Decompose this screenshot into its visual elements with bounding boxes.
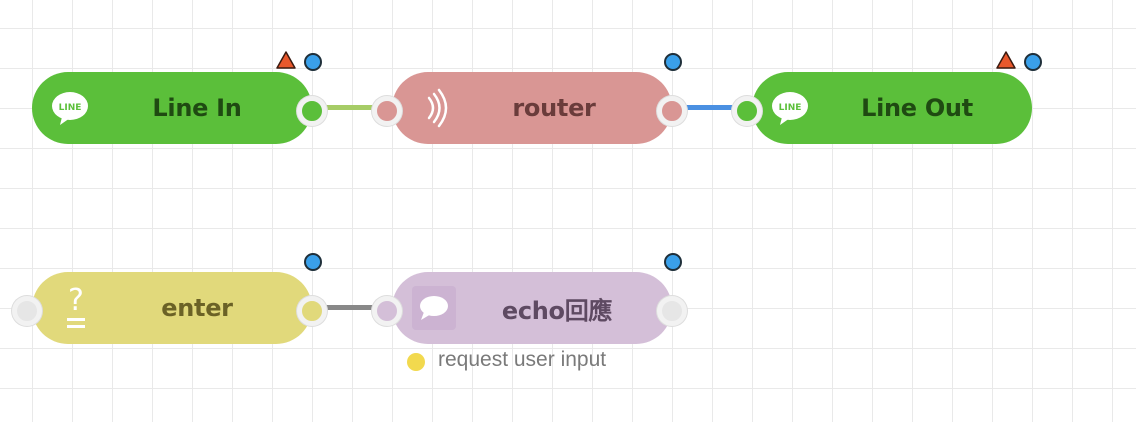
node-status-bullet bbox=[407, 353, 425, 371]
output-port[interactable] bbox=[657, 296, 687, 326]
output-port[interactable] bbox=[297, 96, 327, 126]
line-badge-text: LINE bbox=[59, 103, 82, 113]
output-port[interactable] bbox=[657, 96, 687, 126]
node-echo[interactable]: echo回應 bbox=[392, 272, 672, 344]
signal-icon bbox=[414, 86, 458, 130]
warning-icon bbox=[276, 51, 296, 69]
status-indicator bbox=[664, 53, 682, 71]
input-port[interactable] bbox=[12, 296, 42, 326]
line-badge-text: LINE bbox=[779, 103, 802, 113]
status-indicator bbox=[1024, 53, 1042, 71]
chat-bubble-icon bbox=[412, 286, 456, 330]
node-label: Line In bbox=[152, 94, 242, 122]
wire-router-to-line-out[interactable] bbox=[684, 105, 740, 110]
output-port[interactable] bbox=[297, 296, 327, 326]
input-port[interactable] bbox=[372, 96, 402, 126]
line-app-icon: LINE bbox=[48, 86, 92, 130]
node-label: enter bbox=[161, 294, 233, 322]
wire-line-in-to-router[interactable] bbox=[324, 105, 380, 110]
question-glyph: ? bbox=[68, 283, 84, 318]
input-port[interactable] bbox=[372, 296, 402, 326]
node-label: router bbox=[512, 94, 596, 122]
node-enter[interactable]: ? enter bbox=[32, 272, 312, 344]
warning-icon bbox=[996, 51, 1016, 69]
node-label: echo回應 bbox=[501, 296, 613, 325]
input-port[interactable] bbox=[732, 96, 762, 126]
node-line-out[interactable]: LINE Line Out bbox=[752, 72, 1032, 144]
node-line-in[interactable]: LINE Line In bbox=[32, 72, 312, 144]
node-label: Line Out bbox=[861, 94, 973, 122]
question-icon: ? bbox=[54, 282, 98, 334]
node-router[interactable]: router bbox=[392, 72, 672, 144]
line-app-icon: LINE bbox=[768, 86, 812, 130]
status-indicator bbox=[304, 253, 322, 271]
status-indicator bbox=[664, 253, 682, 271]
node-status-text: request user input bbox=[438, 348, 607, 371]
wire-enter-to-echo[interactable] bbox=[324, 305, 380, 310]
status-indicator bbox=[304, 53, 322, 71]
